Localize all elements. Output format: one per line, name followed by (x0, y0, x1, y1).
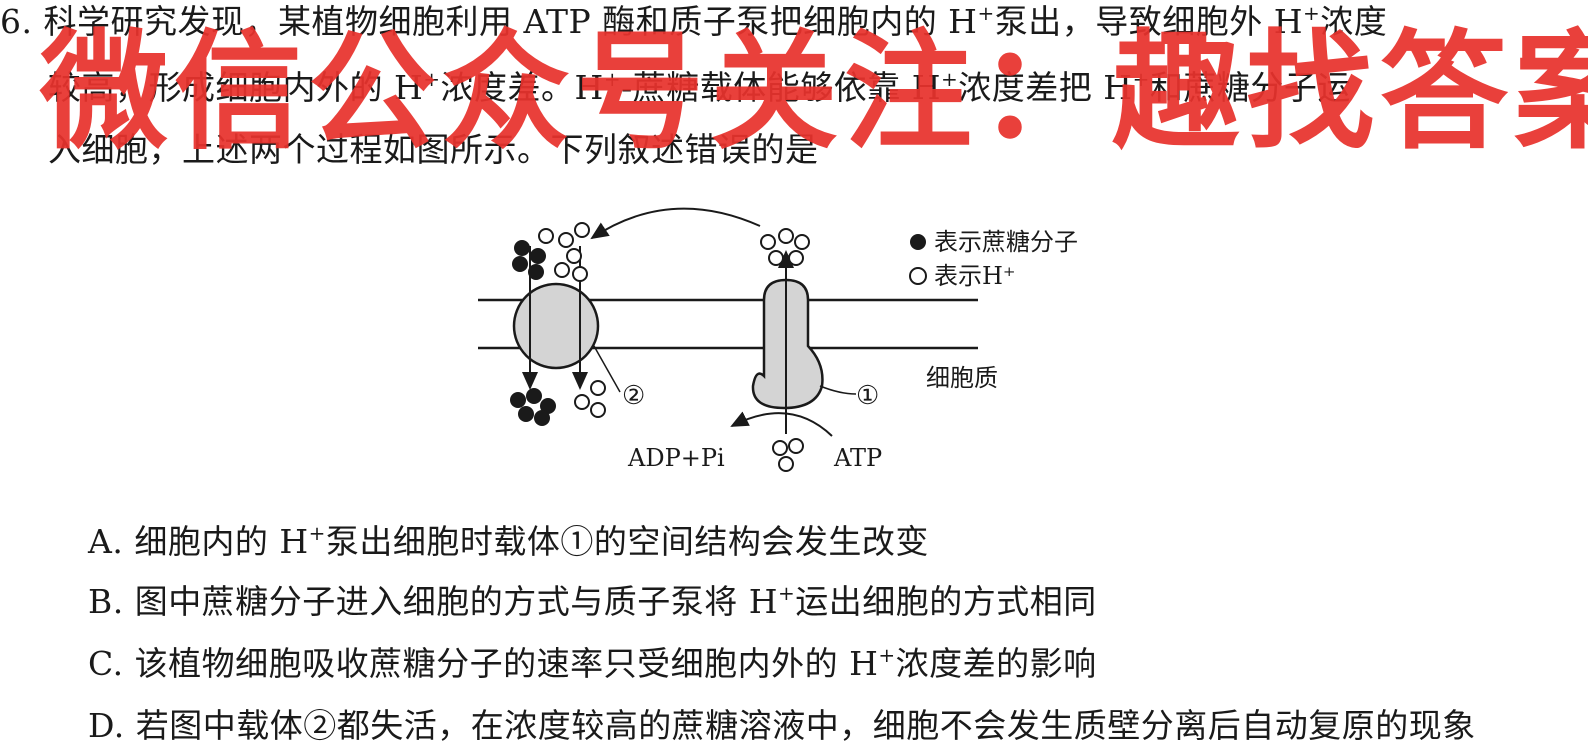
option-a: A. 细胞内的 H+泵出细胞时载体①的空间结构会发生改变 (88, 521, 929, 561)
question-line-1: 6. 科学研究发现，某植物细胞利用 ATP 酶和质子泵把细胞内的 H+泵出，导致… (0, 1, 1388, 41)
carrier-2 (512, 282, 600, 370)
carrier-1-label: ① (856, 381, 879, 411)
h-ions-outside-right (760, 228, 810, 266)
option-b: B. 图中蔗糖分子进入细胞的方式与质子泵将 H+运出细胞的方式相同 (88, 581, 1097, 621)
legend-h-marker (909, 267, 927, 285)
cytoplasm-label: 细胞质 (926, 364, 998, 392)
option-d: D. 若图中载体②都失活，在浓度较高的蔗糖溶液中，细胞不会发生质壁分离后自动复原… (88, 706, 1476, 745)
h-ions-inside-left (574, 380, 606, 418)
carrier-1-leader (819, 385, 857, 395)
h-return-curve-arrow (590, 207, 761, 240)
option-c: C. 该植物细胞吸收蔗糖分子的速率只受细胞内外的 H+浓度差的影响 (88, 643, 1097, 683)
h-ions-outside-left (538, 222, 590, 282)
adp-label: ADP+Pi (627, 444, 725, 472)
atp-label: ATP (833, 444, 882, 472)
sucrose-molecules-inside (510, 388, 556, 426)
question-line-3: 入细胞，上述两个过程如图所示。下列叙述错误的是 (48, 130, 819, 169)
sucrose-molecules-outside (512, 240, 546, 280)
legend-sucrose-marker (910, 234, 926, 250)
atp-hydrolysis-arrow (730, 411, 833, 437)
membrane-transport-diagram: ② ① 细胞质 ADP+Pi ATP 表示蔗糖分子 表示H⁺ (478, 207, 1078, 472)
legend-sucrose-label: 表示蔗糖分子 (934, 228, 1078, 256)
question-line-2: 较高，形成细胞内外的 H+浓度差。H+-蔗糖载体能够依靠 H+浓度差把 H+和蔗… (48, 67, 1351, 107)
carrier-2-leader (593, 345, 621, 393)
legend-h-label: 表示H⁺ (934, 262, 1016, 290)
h-ions-inside-bottom (772, 438, 804, 472)
carrier-2-label: ② (622, 381, 645, 411)
